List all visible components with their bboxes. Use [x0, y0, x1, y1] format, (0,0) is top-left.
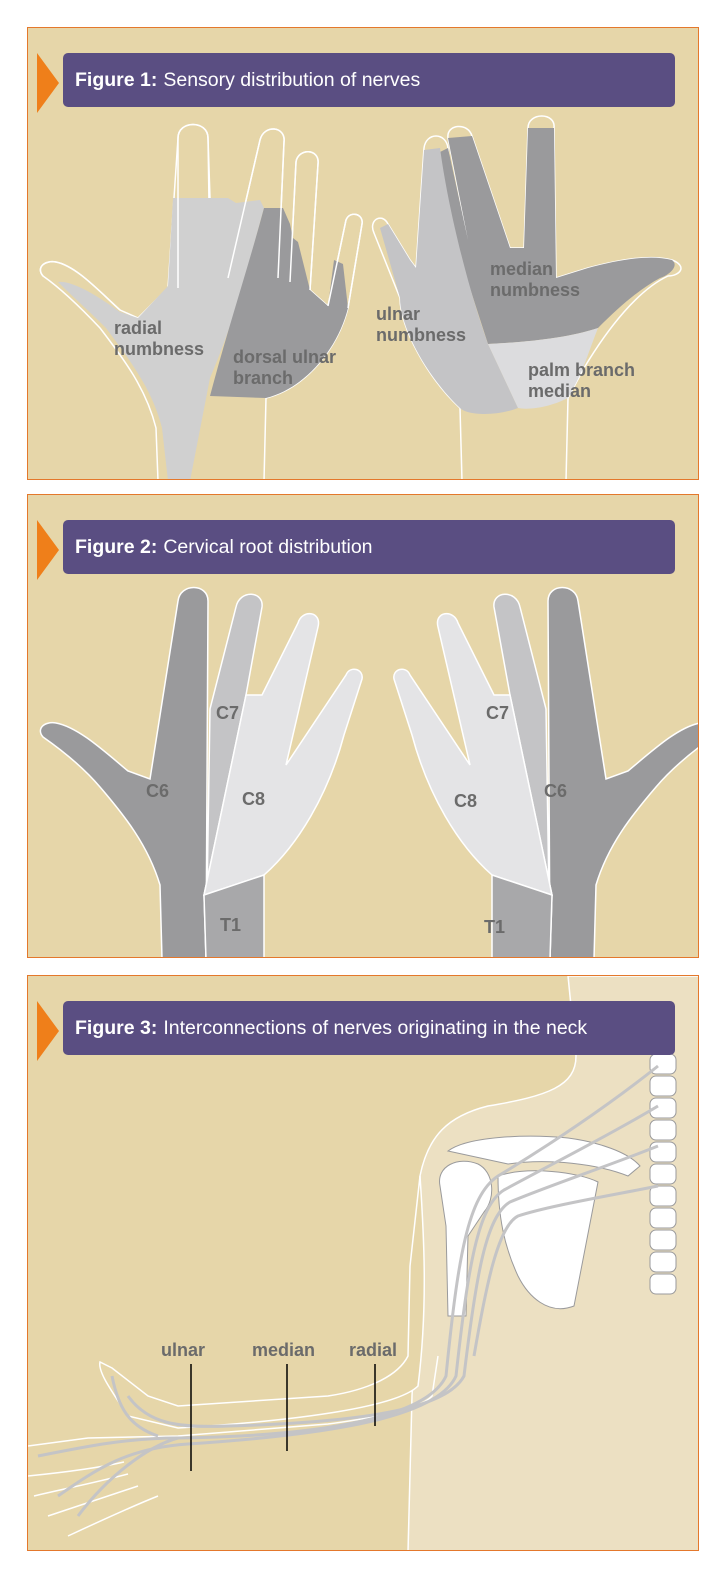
right-c8-region [393, 613, 554, 897]
right-c7-region [493, 593, 553, 957]
right-c7-label: C7 [486, 703, 509, 723]
figure-3-banner: Figure 3: Interconnections of nerves ori… [63, 1001, 675, 1055]
figure-1-illustration: radial numbness dorsal ulnar branch medi… [39, 115, 682, 479]
right-median-region [428, 128, 675, 344]
figure-2-panel: C7 C6 C8 T1 C7 C6 C8 T1 Figure 2: Cervic… [27, 494, 699, 958]
figure-1-panel: radial numbness dorsal ulnar branch medi… [27, 27, 699, 480]
right-palm-label-1: palm branch [528, 360, 635, 380]
left-c7-region [203, 593, 263, 957]
right-c6-label: C6 [544, 781, 567, 801]
left-ring [289, 151, 319, 291]
left-dorsal-label-2: branch [233, 368, 293, 388]
right-ulnar-label-1: ulnar [376, 304, 420, 324]
figure-2-prefix: Figure 2: [75, 535, 158, 558]
right-hand: median numbness ulnar numbness palm bran… [371, 115, 682, 479]
ulnar-label: ulnar [161, 1340, 205, 1360]
figure-2-illustration: C7 C6 C8 T1 C7 C6 C8 T1 [39, 586, 698, 957]
spine [649, 1053, 677, 1295]
left-radial-label-1: radial [114, 318, 162, 338]
right-ulnar-label-2: numbness [376, 325, 466, 345]
figure-3-panel: ulnar median radial Figure 3: Interconne… [27, 975, 699, 1551]
left-hand: radial numbness dorsal ulnar branch [39, 123, 363, 479]
figure-1-caption: Sensory distribution of nerves [163, 68, 421, 91]
right-hand-roots [393, 586, 698, 957]
figure-2-banner: Figure 2: Cervical root distribution [63, 520, 675, 574]
left-index [177, 123, 211, 288]
left-radial-label-2: numbness [114, 339, 204, 359]
left-c7-label: C7 [216, 703, 239, 723]
right-palm-label-2: median [528, 381, 591, 401]
right-t1-label: T1 [484, 917, 505, 937]
figure-3-prefix: Figure 3: [75, 1016, 158, 1039]
left-hand-roots: C7 C6 C8 T1 [39, 586, 363, 957]
figure-2-arrow [37, 520, 59, 580]
left-c8-label: C8 [242, 789, 265, 809]
radial-label: radial [349, 1340, 397, 1360]
right-c6-region [547, 586, 698, 957]
median-label: median [252, 1340, 315, 1360]
left-t1-region [203, 873, 265, 957]
left-thumb [39, 260, 121, 311]
left-c8-region [202, 613, 363, 897]
figure-1-arrow [37, 53, 59, 113]
left-c6-region [39, 586, 209, 957]
hand-fingers [28, 1461, 159, 1537]
left-radial-region [58, 198, 264, 479]
left-little [327, 213, 363, 309]
left-dorsal-region [210, 208, 348, 398]
left-dorsal-label-1: dorsal ulnar [233, 347, 336, 367]
left-c6-label: C6 [146, 781, 169, 801]
right-median-label-2: numbness [490, 280, 580, 300]
right-c8-label: C8 [454, 791, 477, 811]
right-ulnar-region [380, 148, 518, 414]
figure-3-arrow [37, 1001, 59, 1061]
figure-3-caption: Interconnections of nerves originating i… [163, 1016, 588, 1039]
right-t1-region [491, 873, 553, 957]
figure-1-prefix: Figure 1: [75, 68, 158, 91]
left-middle [227, 128, 285, 279]
right-palm-region [488, 328, 598, 409]
scapula [497, 1170, 599, 1310]
figure-1-banner: Figure 1: Sensory distribution of nerves [63, 53, 675, 107]
left-t1-label: T1 [220, 915, 241, 935]
right-median-label-1: median [490, 259, 553, 279]
nerves [37, 1064, 659, 1517]
figure-3-illustration: ulnar median radial [28, 976, 698, 1550]
figure-2-caption: Cervical root distribution [163, 535, 373, 558]
